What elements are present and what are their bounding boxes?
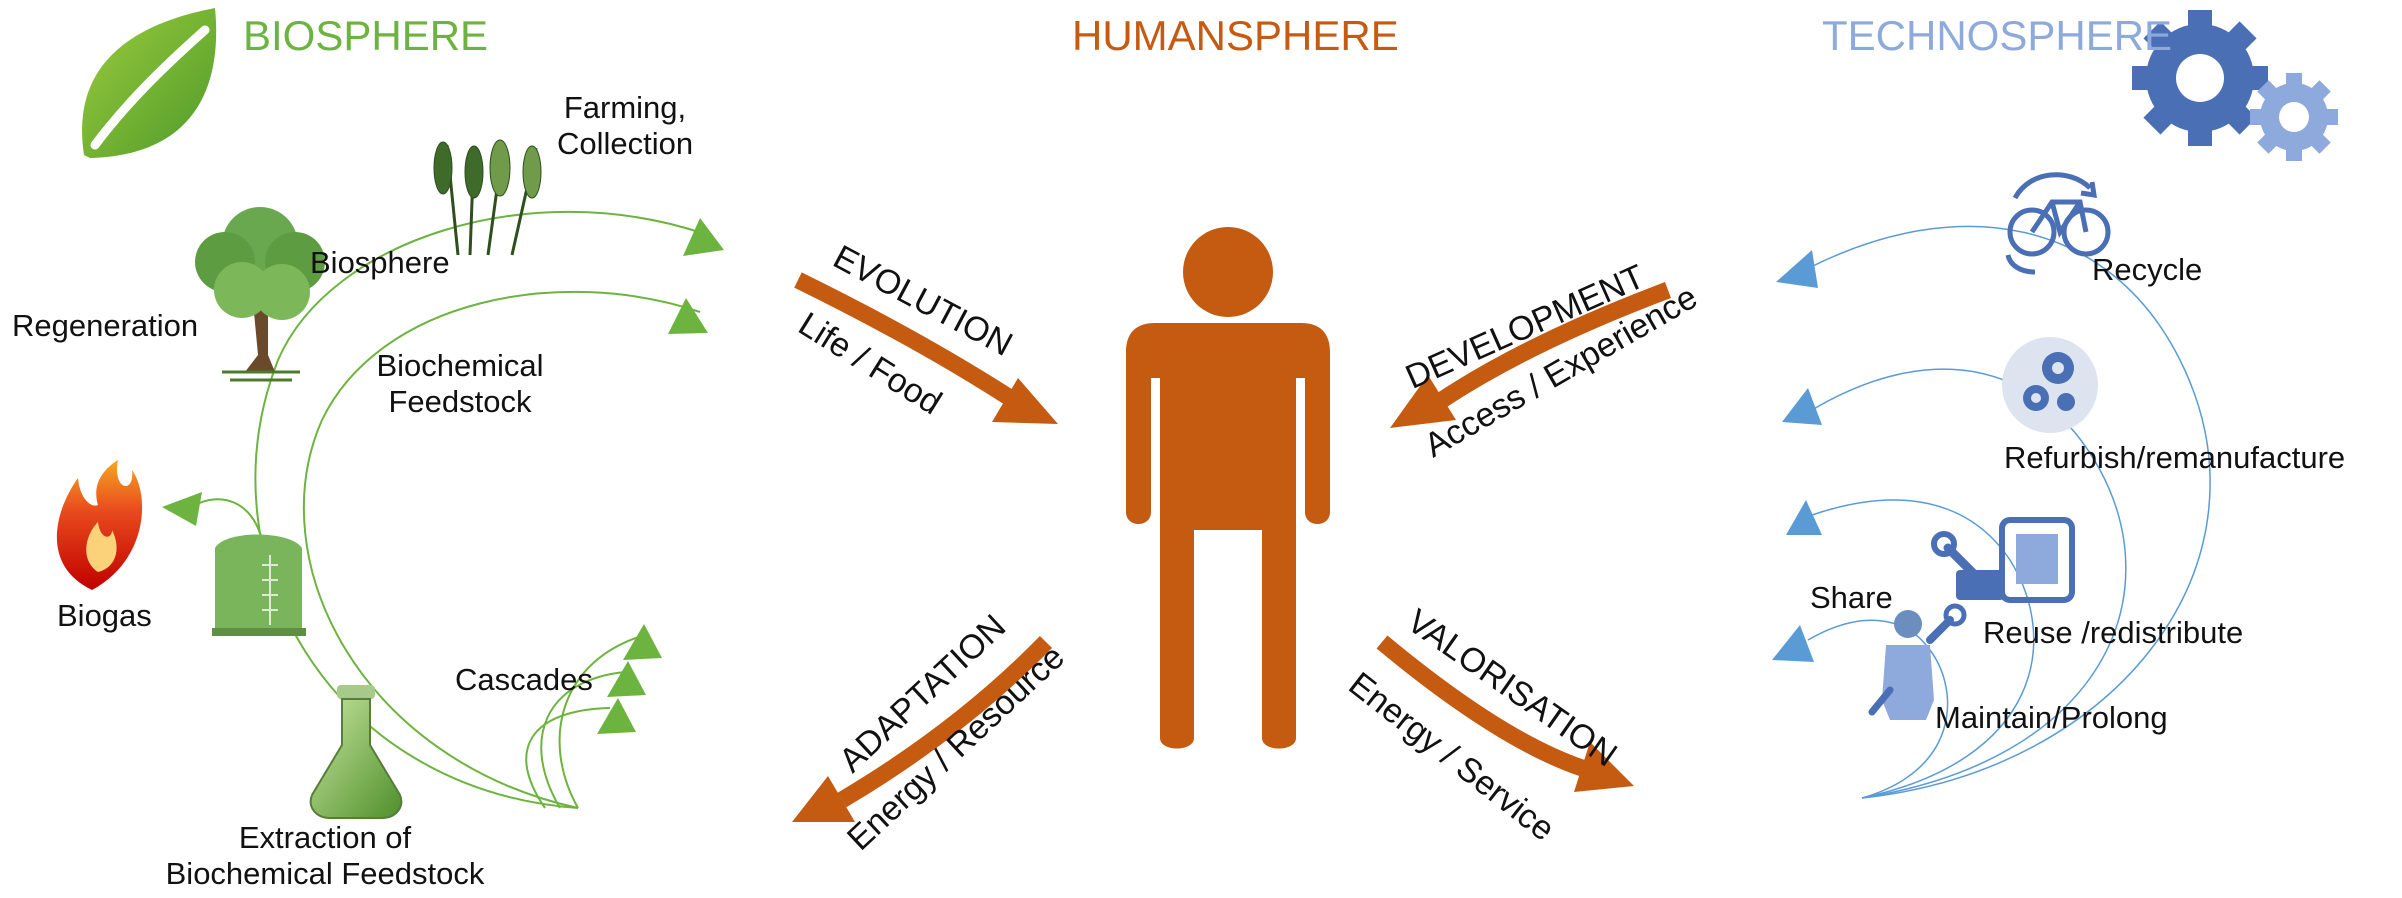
- recycle-bicycle-icon: [2005, 172, 2111, 275]
- flask-icon: [309, 685, 403, 819]
- refurbish-label: Refurbish/remanufacture: [2004, 440, 2346, 475]
- maintain-wrench-icon: [1868, 603, 1967, 720]
- humansphere-title: HUMANSPHERE: [1072, 12, 1399, 59]
- biosphere-label: Biosphere: [310, 245, 450, 280]
- maintain-label: Maintain/Prolong: [1935, 700, 2168, 735]
- extraction-label: Extraction of Biochemical Feedstock: [165, 820, 485, 891]
- person-icon: [1126, 227, 1330, 749]
- reuse-label: Reuse /redistribute: [1983, 615, 2244, 650]
- evolution-arrow: [794, 272, 1058, 424]
- regeneration-label: Regeneration: [12, 308, 199, 343]
- biogas-label: Biogas: [57, 598, 152, 633]
- biosphere-title: BIOSPHERE: [243, 12, 489, 59]
- wheat-icon: [433, 139, 542, 256]
- refurbish-gears-icon: [2002, 337, 2098, 433]
- technosphere-title: TECHNOSPHERE: [1822, 12, 2173, 59]
- recycle-label: Recycle: [2092, 252, 2203, 287]
- share-label: Share: [1810, 580, 1893, 615]
- reuse-devices-icon: [1931, 517, 2075, 603]
- flame-icon: [56, 460, 143, 590]
- gear-icon: [2132, 10, 2338, 161]
- biochemical-feedstock-label: Biochemical Feedstock: [376, 348, 544, 419]
- cascades-label: Cascades: [455, 662, 593, 697]
- valorisation-arrow: [1376, 635, 1634, 792]
- technosphere-arrowheads: [1772, 250, 1822, 662]
- farming-collection-label: Farming, Collection: [556, 90, 694, 161]
- tree-icon: [195, 207, 325, 382]
- biosphere-arrowheads: [162, 218, 724, 734]
- adaptation-arrow: [792, 636, 1053, 822]
- tank-icon: [212, 534, 306, 636]
- leaf-icon: [82, 8, 217, 158]
- development-arrow: [1390, 282, 1671, 428]
